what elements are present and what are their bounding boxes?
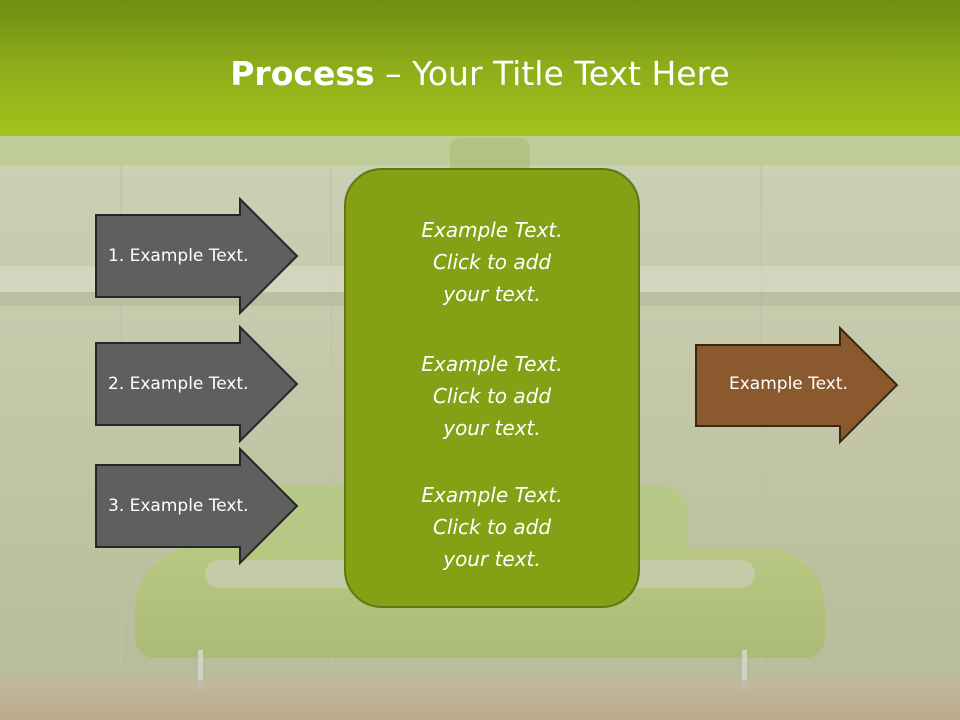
center-block-2: Example Text. Click to add your text. [346, 348, 638, 444]
center-block-1-line-1: Example Text. [421, 218, 563, 242]
background-vase [450, 138, 530, 168]
center-block-2-line-1: Example Text. [421, 352, 563, 376]
title-rest-part: – Your Title Text Here [374, 54, 730, 93]
arrow-3-label: 3. Example Text. [108, 496, 249, 516]
center-block-3: Example Text. Click to add your text. [346, 479, 638, 575]
arrow-3-polygon [95, 446, 299, 566]
result-arrow-label: Example Text. [729, 374, 848, 394]
center-block-1-line-3: your text. [443, 282, 541, 306]
result-arrow-polygon [695, 325, 899, 445]
background-sofa-leg [198, 650, 203, 690]
arrow-shape [695, 325, 899, 445]
center-block-3-line-3: your text. [443, 547, 541, 571]
background-sofa-leg [742, 650, 747, 690]
center-block-1: Example Text. Click to add your text. [346, 214, 638, 310]
slide-title[interactable]: Process – Your Title Text Here [0, 54, 960, 94]
arrow-1-polygon [95, 196, 299, 316]
arrow-2-polygon [95, 324, 299, 444]
process-step-arrow-3[interactable]: 3. Example Text. [95, 446, 300, 566]
arrow-1-label: 1. Example Text. [108, 246, 249, 266]
arrow-shape [95, 196, 299, 316]
result-arrow[interactable]: Example Text. [695, 325, 900, 446]
center-block-1-line-2: Click to add [432, 250, 552, 274]
background-floor [0, 680, 960, 720]
center-block-2-line-2: Click to add [432, 384, 552, 408]
background-panel-line [330, 165, 332, 665]
center-block-3-line-1: Example Text. [421, 483, 563, 507]
process-step-arrow-1[interactable]: 1. Example Text. [95, 196, 300, 316]
arrow-shape [95, 324, 299, 444]
center-block-3-line-2: Click to add [432, 515, 552, 539]
arrow-shape [95, 446, 299, 566]
center-text-box[interactable]: Example Text. Click to add your text. Ex… [344, 168, 640, 608]
arrow-2-label: 2. Example Text. [108, 374, 249, 394]
center-block-2-line-3: your text. [443, 416, 541, 440]
process-step-arrow-2[interactable]: 2. Example Text. [95, 324, 300, 444]
title-bar: Process – Your Title Text Here [0, 0, 960, 136]
title-bold-part: Process [230, 54, 375, 93]
